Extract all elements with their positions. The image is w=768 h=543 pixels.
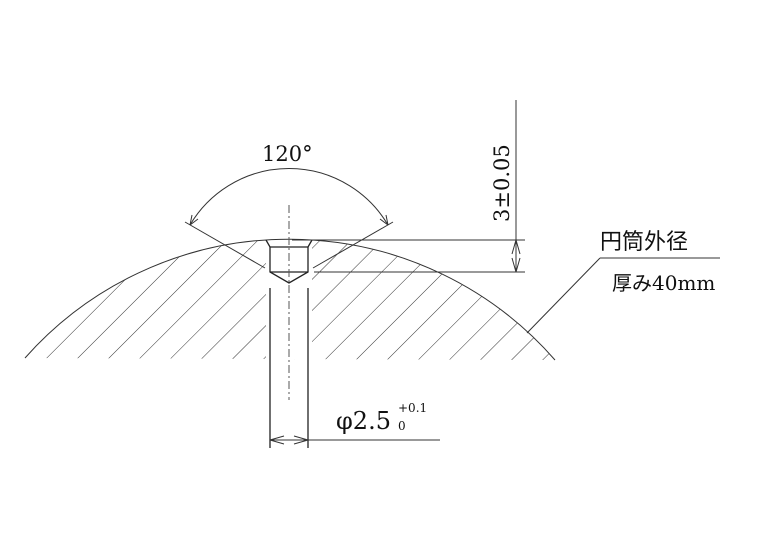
diameter-dimension	[269, 435, 440, 445]
diameter-tolerance-upper: +0.1	[398, 401, 428, 415]
diameter-label: φ2.5	[336, 407, 391, 435]
material-label: 円筒外径	[600, 230, 689, 255]
thickness-label: 厚み40mm	[612, 271, 716, 295]
angle-dimension	[184, 168, 394, 269]
cylinder-outline	[24, 238, 556, 361]
leader-line	[526, 257, 720, 334]
depth-dimension	[292, 100, 525, 273]
hole	[265, 239, 313, 448]
diameter-tolerance-lower: 0	[398, 419, 406, 433]
depth-tolerance-label: 3±0.05	[490, 144, 514, 222]
angle-label: 120°	[262, 142, 313, 166]
